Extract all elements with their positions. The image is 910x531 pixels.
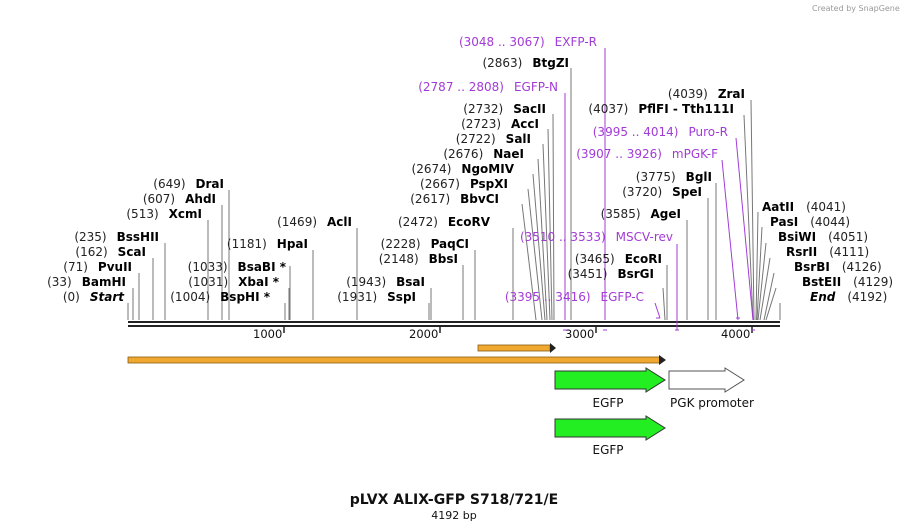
enzyme-pspxi: (2667)PspXI <box>420 177 508 191</box>
enzyme-aatii: AatII(4041) <box>762 200 846 214</box>
feature-egfp-arrow-2[interactable] <box>554 415 666 441</box>
enzyme-end: End(4192) <box>810 290 887 304</box>
feature-pgk-promoter-arrow[interactable] <box>668 367 745 393</box>
enzyme-bgli: (3775)BglI <box>636 170 712 184</box>
enzyme-acci: (2723)AccI <box>461 117 539 131</box>
tick-label-3000: 3000 <box>565 327 594 341</box>
enzyme-bsphi: (1004)BspHI * <box>170 290 270 304</box>
feature-egfp-label-2: EGFP <box>592 443 623 457</box>
enzyme-bsrgi: (3451)BsrGI <box>568 267 654 281</box>
features: EGFP PGK promoter EGFP <box>554 367 754 457</box>
enzyme-agei: (3585)AgeI <box>601 207 681 221</box>
enzyme-rsrii: RsrII(4111) <box>786 245 869 259</box>
orf-arrow-long <box>127 355 666 365</box>
feature-egfp-label: EGFP <box>592 396 623 410</box>
enzyme-xbai: (1031)XbaI * <box>188 275 279 289</box>
primer-exfp-r: (3048 .. 3067)EXFP-R <box>459 35 597 49</box>
orf-arrows <box>127 343 666 365</box>
feature-pgk-promoter-label: PGK promoter <box>670 396 754 410</box>
primer-egfp-n: (2787 .. 2808)EGFP-N <box>418 80 558 94</box>
enzyme-xcmi: (513)XcmI <box>126 207 202 221</box>
tick-label-2000: 2000 <box>409 327 438 341</box>
primer-labels: (3048 .. 3067)EXFP-R (2787 .. 2808)EGFP-… <box>418 35 728 304</box>
enzyme-bsrbi: BsrBI(4126) <box>794 260 882 274</box>
enzyme-btgzi: (2863)BtgZI <box>482 56 569 70</box>
backbone: 1000 2000 3000 4000 <box>128 321 780 341</box>
enzyme-naei: (2676)NaeI <box>443 147 524 161</box>
enzyme-start: (0)Start <box>63 290 125 304</box>
enzyme-hpai: (1181)HpaI <box>227 237 308 251</box>
enzyme-bsai: (1943)BsaI <box>346 275 425 289</box>
enzyme-bamhi: (33)BamHI <box>47 275 126 289</box>
enzyme-spei: (3720)SpeI <box>622 185 702 199</box>
enzyme-pflfi: (4037)PflFI - Tth111I <box>588 102 734 116</box>
enzyme-drai: (649)DraI <box>153 177 224 191</box>
snapgene-credit: Created by SnapGene <box>812 4 900 13</box>
primer-lines <box>563 48 755 331</box>
primer-mscv-rev: (3510 .. 3533)MSCV-rev <box>520 230 673 244</box>
orf-arrow-short <box>477 343 556 353</box>
enzyme-scai: (162)ScaI <box>75 245 146 259</box>
map-length: 4192 bp <box>431 509 476 522</box>
enzyme-bbsi: (2148)BbsI <box>379 252 458 266</box>
enzyme-bbvci: (2617)BbvCI <box>410 192 499 206</box>
enzyme-paqci: (2228)PaqCI <box>381 237 469 251</box>
tick-label-1000: 1000 <box>253 327 282 341</box>
enzyme-sspi: (1931)SspI <box>337 290 416 304</box>
enzyme-ecori: (3465)EcoRI <box>575 252 662 266</box>
primer-puro-r: (3995 .. 4014)Puro-R <box>593 125 728 139</box>
primer-mpgk-f: (3907 .. 3926)mPGK-F <box>576 147 718 161</box>
enzyme-bsshii: (235)BssHII <box>74 230 159 244</box>
enzyme-bsiwi: BsiWI(4051) <box>778 230 868 244</box>
enzyme-lines <box>127 68 781 321</box>
enzyme-ecorv: (2472)EcoRV <box>398 215 491 229</box>
enzyme-ahdi: (607)AhdI <box>143 192 216 206</box>
enzyme-labels: (0)Start (33)BamHI (71)PvuII (162)ScaI (… <box>47 56 893 304</box>
enzyme-ngomiv: (2674)NgoMIV <box>412 162 515 176</box>
tick-marks <box>283 326 753 333</box>
feature-egfp-arrow[interactable] <box>554 367 666 393</box>
enzyme-bsteii: BstEII(4129) <box>802 275 893 289</box>
enzyme-bsabi: (1033)BsaBI * <box>188 260 287 274</box>
enzyme-zrai: (4039)ZraI <box>668 87 745 101</box>
primer-egfp-c: (3395 .. 3416)EGFP-C <box>505 290 644 304</box>
map-title: pLVX ALIX-GFP S718/721/E <box>350 492 558 508</box>
enzyme-acli: (1469)AclI <box>277 215 352 229</box>
enzyme-sacii: (2732)SacII <box>463 102 546 116</box>
tick-label-4000: 4000 <box>721 327 750 341</box>
enzyme-sali: (2722)SalI <box>456 132 531 146</box>
enzyme-pasi: PasI(4044) <box>770 215 850 229</box>
enzyme-pvuii: (71)PvuII <box>63 260 132 274</box>
